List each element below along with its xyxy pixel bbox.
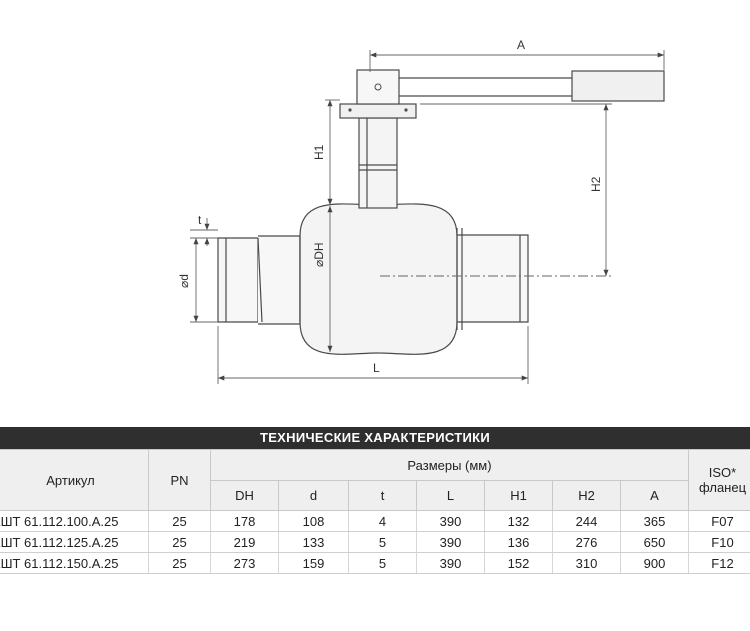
cell-pn: 25 <box>148 510 211 532</box>
cell-pn: 25 <box>148 552 211 574</box>
header-d: d <box>278 480 349 511</box>
header-iso-line1: ISO* <box>708 465 737 480</box>
cell-d: 108 <box>278 510 349 532</box>
dim-label-h2: H2 <box>589 176 603 192</box>
cell-article: КШТ 61.112.125.А.25 <box>0 531 149 553</box>
valve-body <box>299 203 458 355</box>
cell-iso: F12 <box>688 552 750 574</box>
cell-a: 650 <box>620 531 689 553</box>
cell-a: 365 <box>620 510 689 532</box>
header-a: A <box>620 480 689 511</box>
cell-t: 5 <box>348 552 417 574</box>
cell-t: 5 <box>348 531 417 553</box>
cell-h1: 132 <box>484 510 553 532</box>
table-row: КШТ 61.112.100.А.25 25 178 108 4 390 132… <box>0 510 750 532</box>
cell-h2: 310 <box>552 552 621 574</box>
cell-dh: 178 <box>210 510 279 532</box>
cell-l: 390 <box>416 510 485 532</box>
dim-label-dh: ⌀DH <box>312 242 326 267</box>
valve-handle <box>356 69 665 105</box>
dim-label-t: t <box>198 213 202 227</box>
header-article: Артикул <box>0 449 149 511</box>
spec-table-section: ТЕХНИЧЕСКИЕ ХАРАКТЕРИСТИКИ Артикул PN Ра… <box>0 427 750 574</box>
header-l: L <box>416 480 485 511</box>
cell-article: КШТ 61.112.150.А.25 <box>0 552 149 574</box>
cell-iso: F10 <box>688 531 750 553</box>
header-h2: H2 <box>552 480 621 511</box>
cell-a: 900 <box>620 552 689 574</box>
cell-t: 4 <box>348 510 417 532</box>
right-pipe <box>455 234 529 323</box>
header-iso: ISO* фланец <box>688 449 750 511</box>
dim-label-d: ⌀d <box>177 274 191 288</box>
cell-l: 390 <box>416 552 485 574</box>
header-dimensions: Размеры (мм) <box>210 449 689 481</box>
iso-flange <box>339 103 417 119</box>
spec-table: Артикул PN Размеры (мм) ISO* фланец DH d… <box>0 449 750 574</box>
header-iso-line2: фланец <box>698 480 747 495</box>
cell-d: 133 <box>278 531 349 553</box>
dim-label-a: A <box>517 38 525 52</box>
header-pn: PN <box>148 449 211 511</box>
cell-h2: 244 <box>552 510 621 532</box>
cell-h1: 136 <box>484 531 553 553</box>
cell-article: КШТ 61.112.100.А.25 <box>0 510 149 532</box>
cell-l: 390 <box>416 531 485 553</box>
table-row: КШТ 61.112.150.А.25 25 273 159 5 390 152… <box>0 552 750 574</box>
header-dh: DH <box>210 480 279 511</box>
cell-dh: 273 <box>210 552 279 574</box>
spec-table-title: ТЕХНИЧЕСКИЕ ХАРАКТЕРИСТИКИ <box>0 427 750 449</box>
cell-pn: 25 <box>148 531 211 553</box>
dim-label-l: L <box>373 361 380 375</box>
cell-iso: F07 <box>688 510 750 532</box>
cell-dh: 219 <box>210 531 279 553</box>
ball-valve-drawing: A H1 H2 ⌀DH ⌀d t L <box>177 38 665 384</box>
header-h1: H1 <box>484 480 553 511</box>
cell-h2: 276 <box>552 531 621 553</box>
left-pipe <box>217 235 301 325</box>
table-row: КШТ 61.112.125.А.25 25 219 133 5 390 136… <box>0 531 750 553</box>
dim-label-h1: H1 <box>312 144 326 160</box>
header-t: t <box>348 480 417 511</box>
valve-stem <box>358 117 398 209</box>
cell-h1: 152 <box>484 552 553 574</box>
cell-d: 159 <box>278 552 349 574</box>
